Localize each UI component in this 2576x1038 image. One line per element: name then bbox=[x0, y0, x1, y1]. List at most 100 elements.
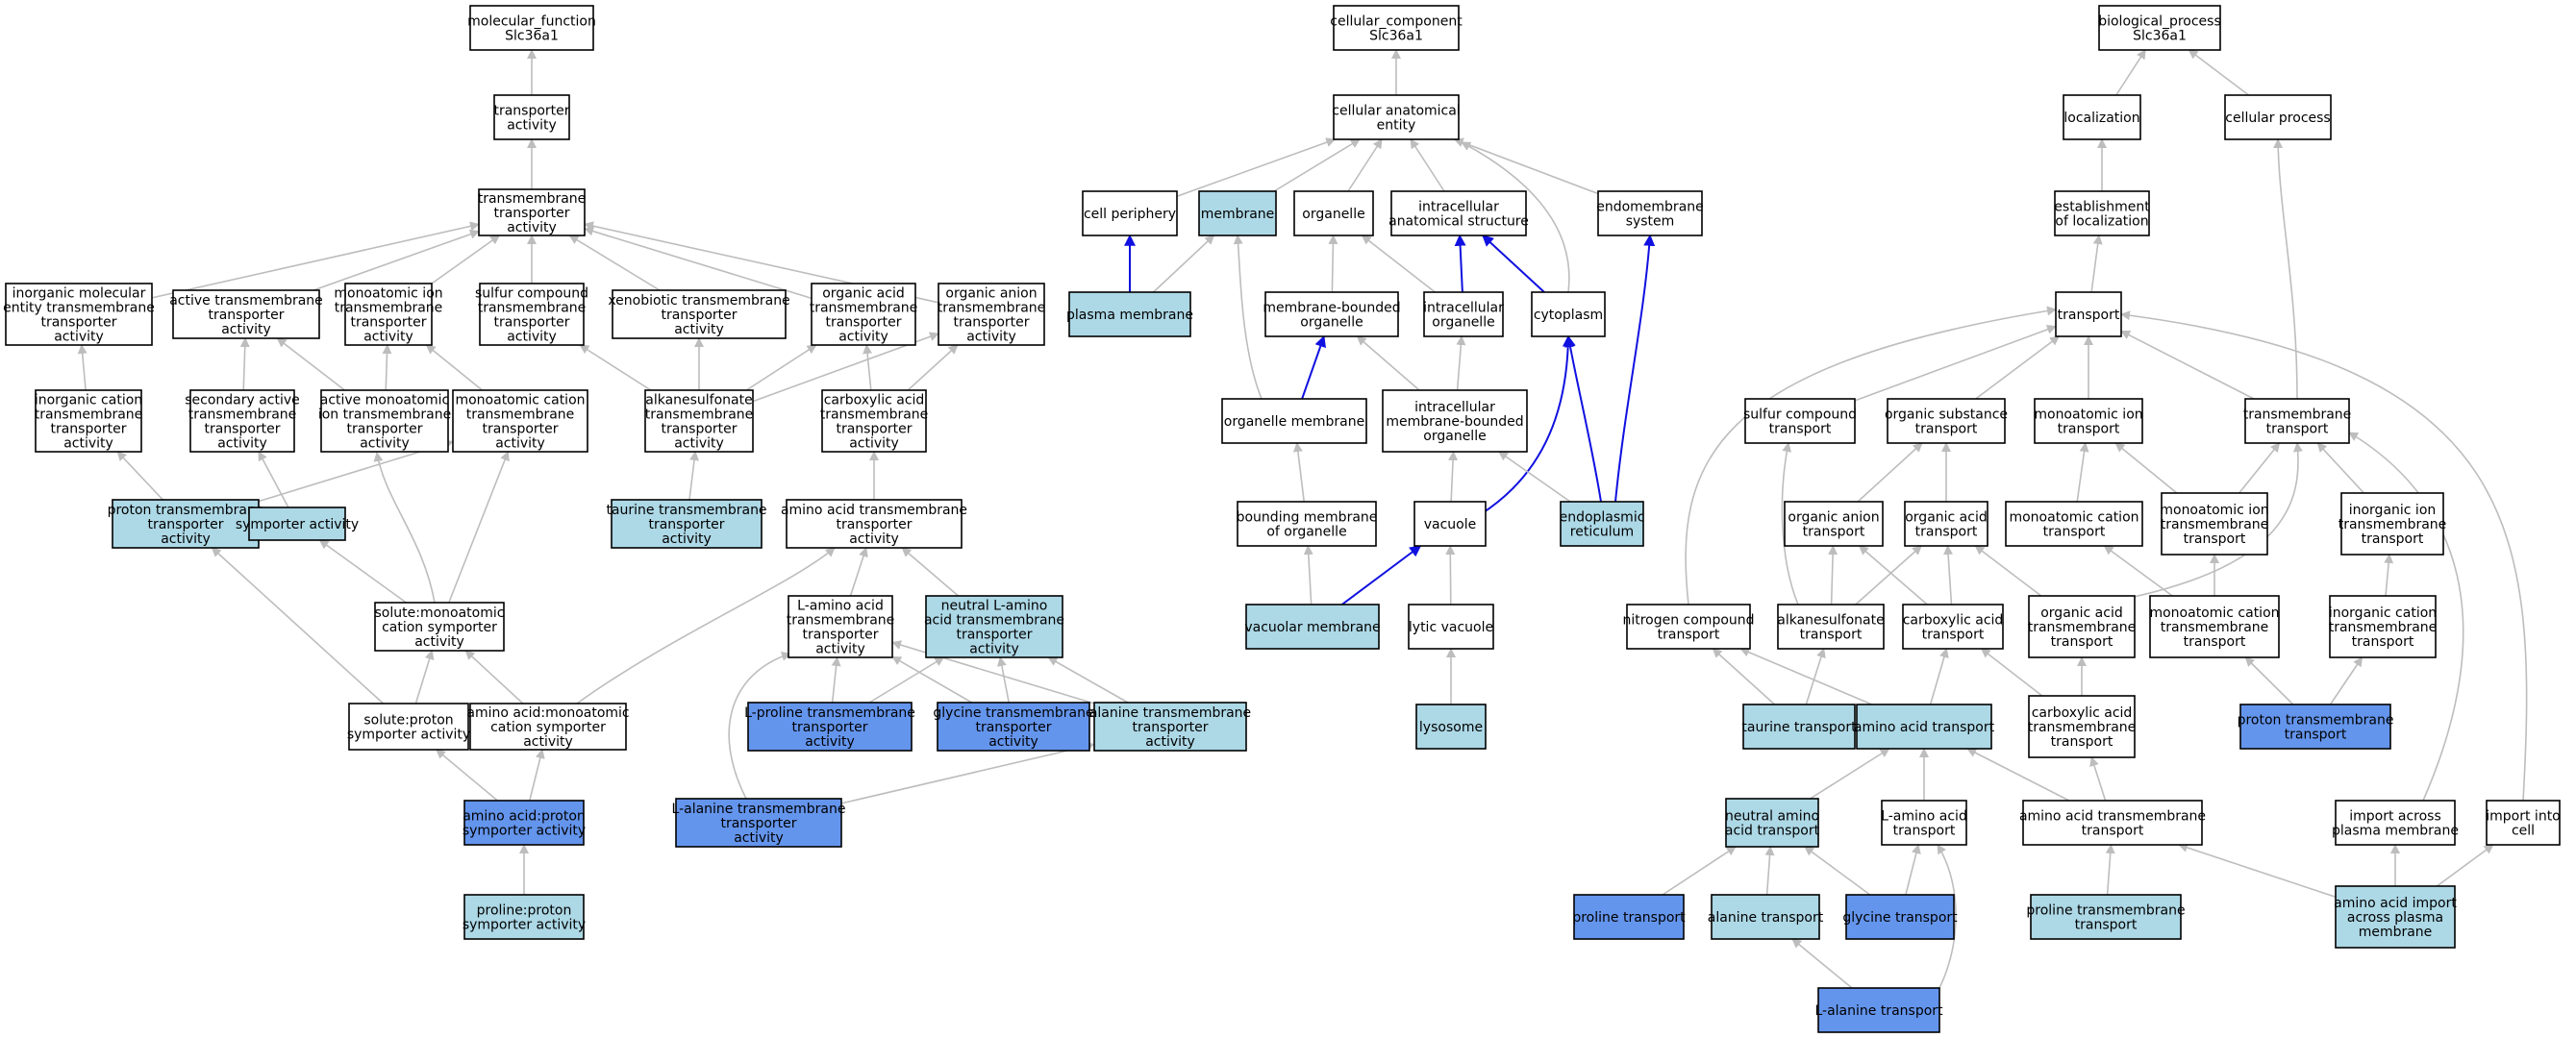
go-term-node-lptta[interactable]: L-proline transmembranetransporteractivi… bbox=[744, 702, 915, 752]
go-term-node-pt[interactable]: proline transport bbox=[1572, 894, 1686, 940]
go-term-node-mem[interactable]: membrane bbox=[1198, 190, 1277, 236]
edge-mctta-to-mitta bbox=[425, 344, 484, 391]
go-term-node-laatta[interactable]: L-amino acidtransmembranetransporteracti… bbox=[787, 595, 895, 658]
go-term-node-oatta[interactable]: organic acidtransmembranetransporteracti… bbox=[810, 283, 918, 346]
go-term-node-xtta[interactable]: xenobiotic transmembranetransporteractiv… bbox=[608, 289, 790, 339]
go-term-node-cyto[interactable]: cytoplasm bbox=[1531, 291, 1606, 337]
go-term-node-om[interactable]: organelle membrane bbox=[1221, 398, 1367, 444]
go-term-node-lv[interactable]: lytic vacuole bbox=[1408, 604, 1494, 650]
go-term-node-lalat[interactable]: L-alanine transport bbox=[1814, 987, 1943, 1033]
go-term-node-aat[interactable]: amino acid transport bbox=[1854, 704, 1995, 750]
node-label-line: transporter bbox=[791, 720, 867, 735]
go-term-node-gt[interactable]: glycine transport bbox=[1842, 894, 1958, 940]
node-label-line: transporter bbox=[350, 315, 426, 331]
node-box bbox=[2022, 800, 2203, 846]
node-box bbox=[463, 894, 585, 940]
node-label-line: activity bbox=[988, 734, 1038, 750]
node-box bbox=[788, 595, 893, 658]
go-term-node-tt[interactable]: taurine transport bbox=[1741, 704, 1857, 750]
go-term-node-cpr[interactable]: cellular process bbox=[2224, 94, 2332, 140]
go-term-node-tr[interactable]: transport bbox=[2055, 291, 2122, 337]
go-term-node-mctta[interactable]: monoatomic cationtransmembranetransporte… bbox=[452, 389, 588, 453]
go-term-node-sctta[interactable]: sulfur compoundtransmembranetransportera… bbox=[475, 283, 588, 346]
go-term-node-sa[interactable]: symporter activity bbox=[236, 507, 359, 541]
go-term-node-vac[interactable]: vacuole bbox=[1413, 501, 1487, 547]
node-label-line: membrane bbox=[1201, 207, 1275, 222]
go-term-node-loc[interactable]: localization bbox=[2063, 94, 2141, 140]
node-label-line: establishment bbox=[2054, 200, 2150, 215]
go-term-node-vm[interactable]: vacuolar membrane bbox=[1244, 604, 1381, 650]
node-label-line: intracellular bbox=[1418, 200, 1499, 215]
go-term-node-alat[interactable]: alanine transport bbox=[1708, 894, 1824, 940]
go-term-node-catta[interactable]: carboxylic acidtransmembranetransportera… bbox=[820, 389, 929, 453]
go-term-node-oantta[interactable]: organic aniontransmembranetransporteract… bbox=[938, 283, 1046, 346]
go-term-node-alktta[interactable]: alkanesulfonatetransmembranetransportera… bbox=[644, 389, 754, 453]
go-term-node-pm[interactable]: plasma membrane bbox=[1066, 291, 1193, 337]
go-term-node-mitta[interactable]: monoatomic iontransmembranetransporterac… bbox=[334, 283, 443, 346]
go-term-node-satta[interactable]: secondary activetransmembranetransporter… bbox=[185, 389, 300, 453]
go-term-node-cp[interactable]: cell periphery bbox=[1082, 190, 1178, 236]
node-box bbox=[925, 595, 1063, 658]
go-term-node-org[interactable]: organelle bbox=[1293, 190, 1374, 236]
node-label-line: activity bbox=[805, 734, 855, 750]
node-label-line: inorganic cation bbox=[35, 393, 142, 408]
edge-catta-to-oantta bbox=[907, 344, 959, 391]
go-term-node-lalatta[interactable]: L-alanine transmembranetransporteractivi… bbox=[672, 798, 846, 848]
go-term-node-lys[interactable]: lysosome bbox=[1415, 704, 1487, 750]
go-term-node-ictta[interactable]: inorganic cationtransmembranetransporter… bbox=[35, 389, 143, 453]
go-term-node-aatta[interactable]: amino acid transmembranetransporteractiv… bbox=[781, 499, 967, 549]
